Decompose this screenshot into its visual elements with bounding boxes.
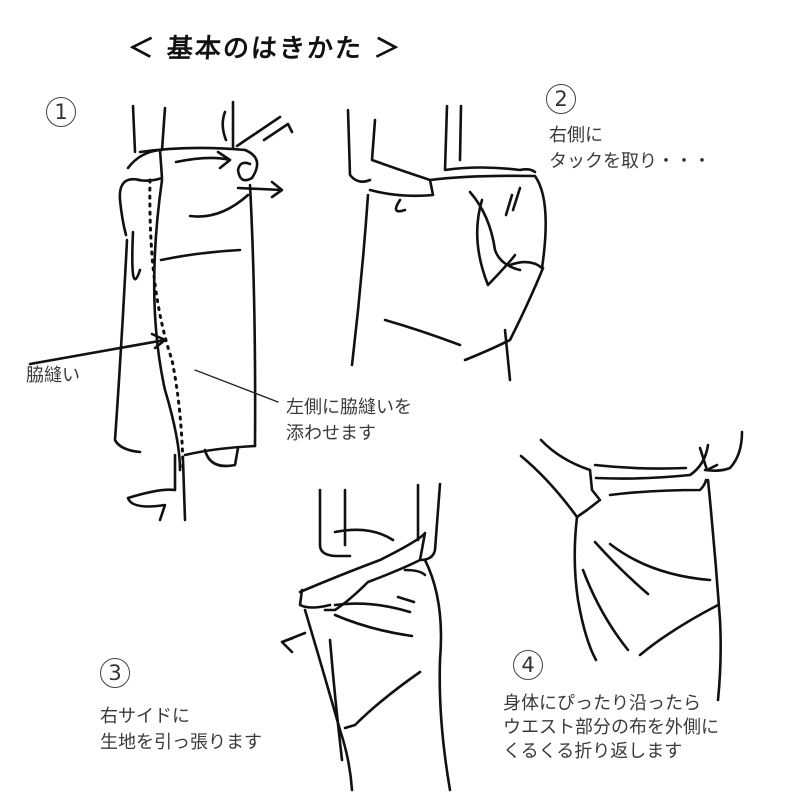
step-2-caption-line-2: タックを取り・・・ <box>549 151 711 172</box>
step-4-caption-line-1: 身体にぴったり沿ったら <box>503 693 701 714</box>
step-3-caption-line-2: 生地を引っ張ります <box>100 732 262 753</box>
step-4-number: 4 <box>513 650 543 680</box>
figure-step-1 <box>28 100 294 522</box>
page-title: ＜ 基本のはきかた ＞ <box>126 34 403 64</box>
step-1-caption-line-2: 添わせます <box>286 423 376 444</box>
step-2-number: 2 <box>546 84 576 114</box>
step-3-number: 3 <box>100 658 130 688</box>
side-seam-label: 脇縫い <box>26 365 80 386</box>
step-3-caption-line-1: 右サイドに <box>100 706 190 727</box>
figure-step-4 <box>519 430 744 702</box>
step-1-caption-line-1: 左側に脇縫いを <box>286 397 412 418</box>
step-4-caption-line-2: ウエスト部分の布を外側に <box>503 717 719 738</box>
figure-step-3 <box>280 482 452 792</box>
step-1-number: 1 <box>46 97 76 127</box>
figure-step-2 <box>346 104 547 382</box>
step-4-caption-line-3: くるくる折り返します <box>503 741 683 762</box>
step-2-caption-line-1: 右側に <box>549 125 603 146</box>
